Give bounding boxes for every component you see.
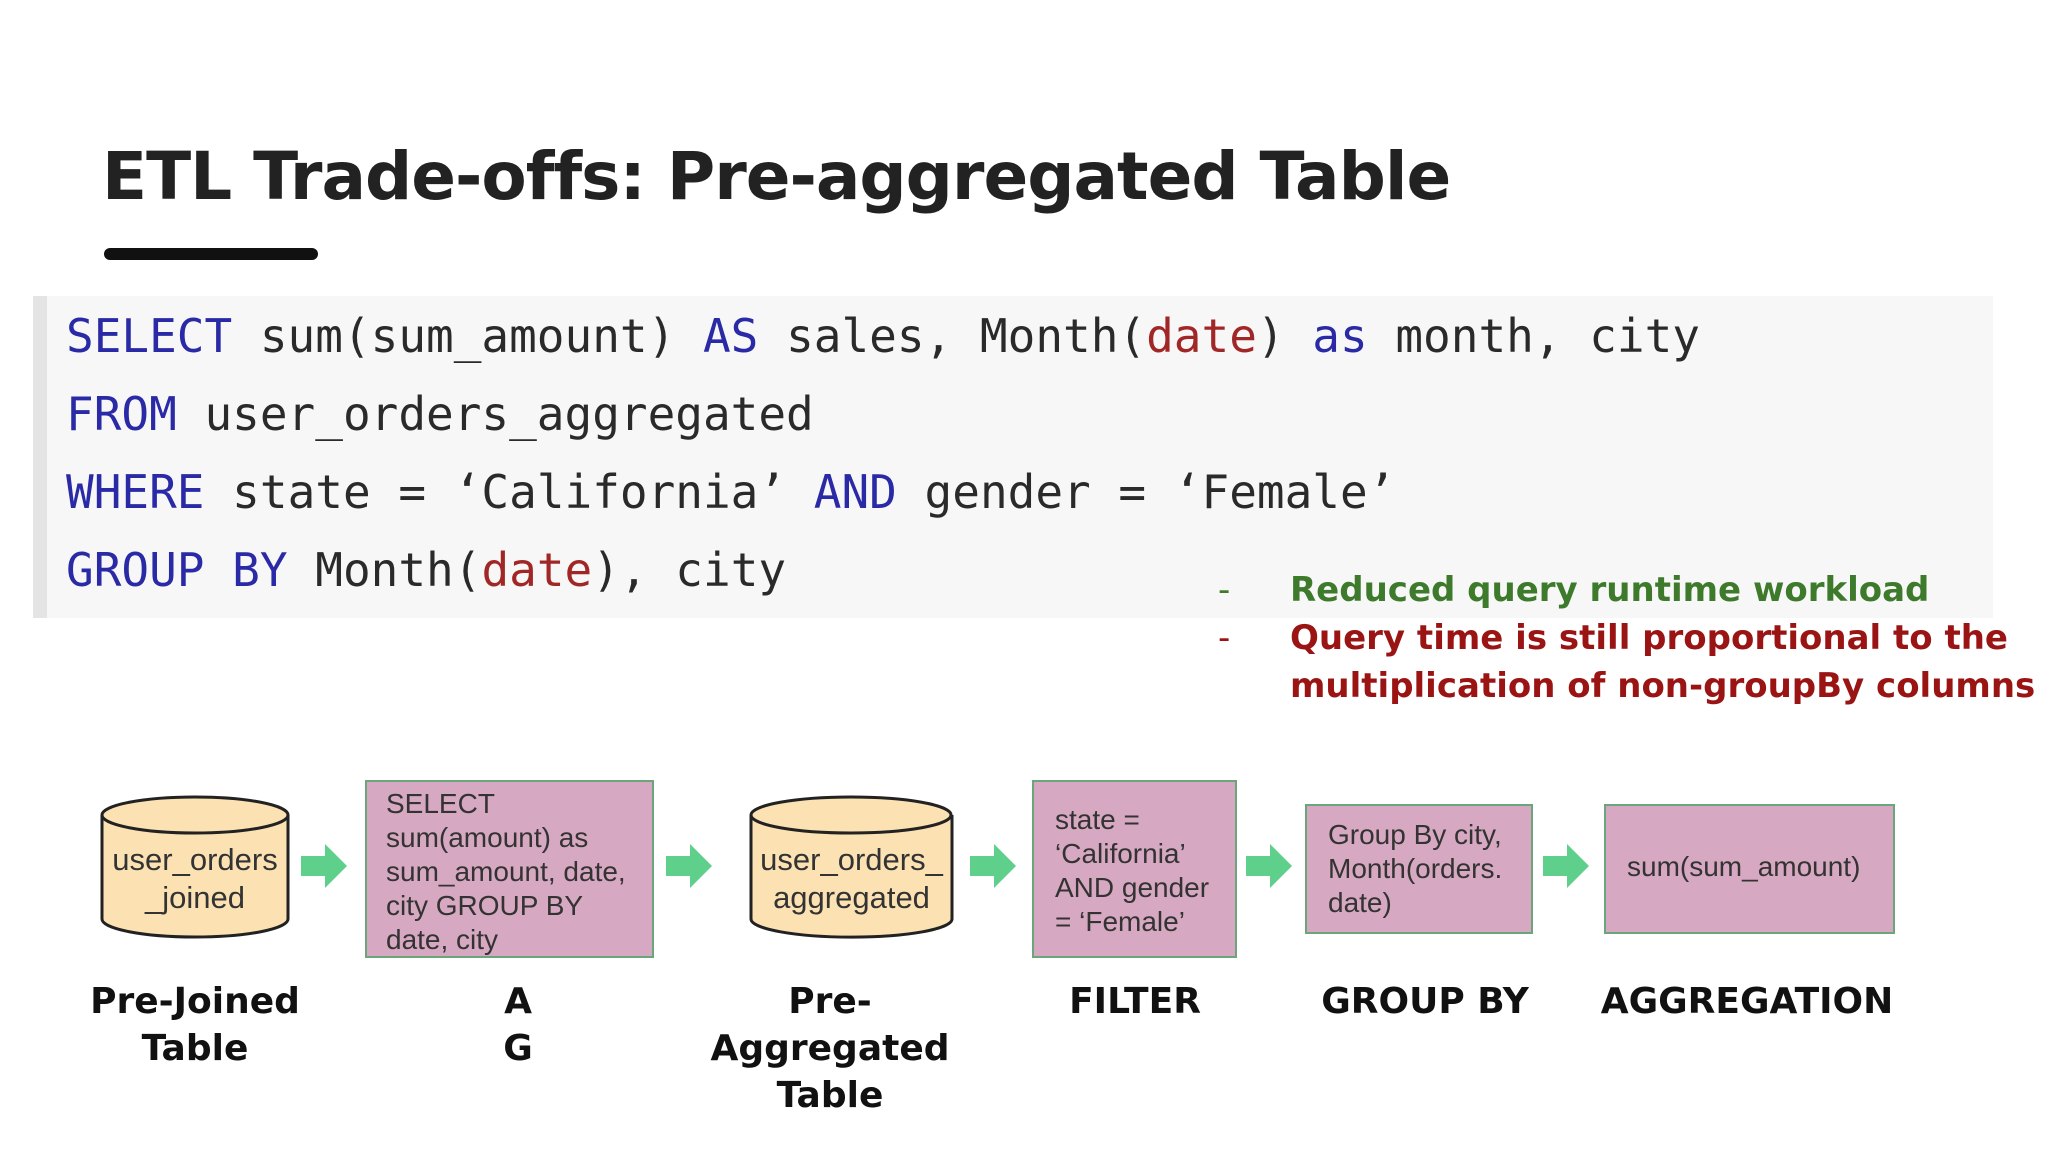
arrow-right-icon [666, 844, 712, 888]
sql-keyword: FROM [66, 387, 177, 441]
box-text-line: date, city [386, 924, 499, 955]
tradeoff-notes: - Reduced query runtime workload - Query… [1218, 566, 2035, 710]
box-text-line: sum_amount, date, [386, 856, 626, 887]
sql-argument: date [1146, 309, 1257, 363]
box-text-line: date) [1328, 887, 1392, 918]
arrow-right-icon [1543, 844, 1589, 888]
bullet-dash: - [1218, 570, 1231, 610]
sql-text: state = ‘California’ [204, 465, 814, 519]
cylinder-label: user_orders [112, 842, 278, 877]
label-pre-aggregated-table: Pre-Aggregated Table [680, 978, 980, 1119]
pre-joined-table-cylinder: user_orders _joined [100, 795, 290, 939]
sql-text: month, city [1367, 309, 1701, 363]
label-aggregation-groupby: A G [368, 978, 668, 1072]
note-text-line: multiplication of non-groupBy columns [1290, 666, 2036, 706]
label-line: Table [776, 1075, 884, 1116]
label-line: Pre-Aggregated [710, 981, 950, 1069]
database-cylinder-icon [100, 795, 290, 939]
sql-text: Month( [287, 543, 482, 597]
cylinder-label: user_orders_ [760, 842, 943, 877]
sql-keyword: SELECT [66, 309, 233, 363]
sql-keyword: WHERE [66, 465, 205, 519]
box-text-line: sum(sum_amount) [1627, 851, 1861, 882]
box-text-line: AND gender [1055, 872, 1210, 903]
title-underline [104, 248, 318, 260]
sql-line-2: FROM user_orders_aggregated [66, 387, 814, 441]
sql-argument: date [481, 543, 593, 597]
sql-code-block [33, 296, 1993, 618]
sql-keyword: AS [702, 309, 759, 363]
box-text-line: SELECT [386, 788, 495, 819]
note-text: Reduced query runtime workload [1290, 570, 1930, 610]
sql-keyword: as [1312, 309, 1368, 363]
database-cylinder-icon [749, 795, 954, 939]
box-text-line: state = [1055, 804, 1140, 835]
box-text-line: city GROUP BY [386, 890, 584, 921]
box-text-line: sum(amount) as [386, 822, 589, 853]
sql-line-1: SELECT sum(sum_amount) AS sales, Month(d… [66, 309, 1700, 363]
slide-title: ETL Trade-offs: Pre-aggregated Table [102, 138, 1451, 215]
bullet-dash: - [1218, 618, 1231, 658]
label-pre-joined-table: Pre-Joined Table [60, 978, 330, 1072]
filter-box: state = ‘California’ AND gender = ‘Femal… [1032, 780, 1237, 958]
cylinder-label: aggregated [773, 880, 930, 915]
sql-text: gender = ‘Female’ [896, 465, 1396, 519]
cylinder-label: _joined [145, 880, 245, 915]
label-line: Pre-Joined [90, 981, 300, 1022]
sql-line-4: GROUP BY Month(date), city [66, 543, 786, 597]
sql-text: sales, Month( [758, 309, 1147, 363]
aggregation-groupby-box: SELECT sum(amount) as sum_amount, date, … [365, 780, 654, 958]
box-text-line: ‘California’ [1055, 838, 1186, 869]
arrow-right-icon [1246, 844, 1292, 888]
box-text-line: = ‘Female’ [1055, 906, 1185, 937]
arrow-right-icon [301, 844, 347, 888]
note-text-line: Query time is still proportional to the [1290, 618, 2008, 658]
label-aggregation: AGGREGATION [1600, 981, 1894, 1022]
box-text-line: Month(orders. [1328, 853, 1503, 884]
label-group-by: GROUP BY [1321, 981, 1529, 1022]
label-line: G [503, 1028, 533, 1069]
aggregation-box: sum(sum_amount) [1604, 804, 1895, 934]
sql-line-3: WHERE state = ‘California’ AND gender = … [66, 465, 1395, 519]
sql-keyword: GROUP BY [66, 543, 288, 597]
sql-text: ), city [592, 543, 787, 597]
label-line: A [504, 981, 532, 1022]
sql-text: sum(sum_amount) [232, 309, 703, 363]
box-text-line: Group By city, [1328, 819, 1502, 850]
sql-keyword: AND [813, 465, 897, 519]
note-pro: - Reduced query runtime workload [1218, 566, 2035, 614]
arrow-right-icon [970, 844, 1016, 888]
sql-text: ) [1256, 309, 1313, 363]
group-by-box: Group By city, Month(orders. date) [1305, 804, 1533, 934]
label-line: Table [141, 1028, 249, 1069]
label-filter: FILTER [1069, 981, 1201, 1022]
sql-text: user_orders_aggregated [176, 387, 814, 441]
note-con: - Query time is still proportional to th… [1218, 614, 2035, 710]
pre-aggregated-table-cylinder: user_orders_ aggregated [749, 795, 954, 939]
